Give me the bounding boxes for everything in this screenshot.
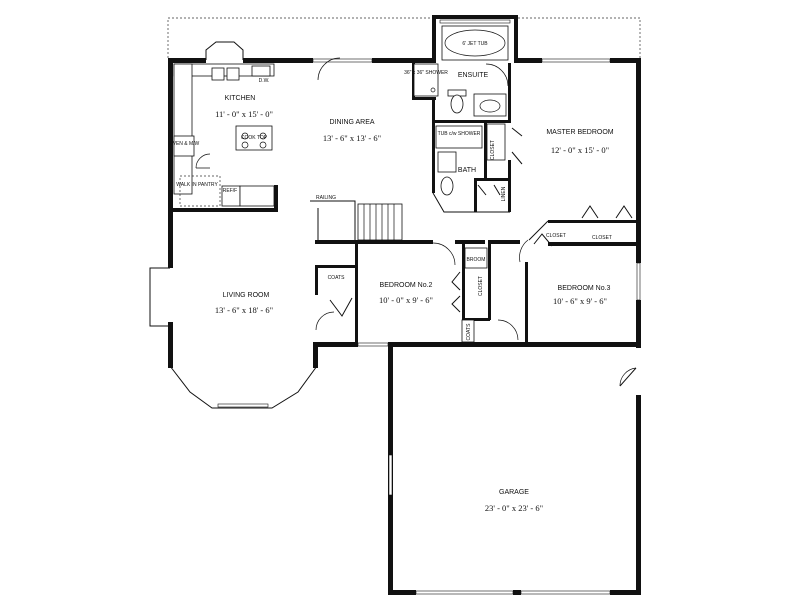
tub-shower-label: TUB c/w SHOWER [438, 131, 481, 137]
closet-bed2-label: CLOSET [478, 276, 484, 296]
master-name: MASTER BEDROOM [546, 129, 613, 136]
living-name: LIVING ROOM [223, 292, 270, 299]
coats-label-2: COATS [466, 323, 472, 341]
doors [315, 57, 637, 387]
stairs [310, 200, 403, 317]
interior-walls [170, 63, 638, 344]
dw-label: D.W. [259, 78, 270, 84]
closet-master-b: CLOSET [546, 233, 566, 239]
bath-name: BATH [458, 167, 476, 174]
railing-label: RAILING [316, 195, 336, 201]
kitchen-name: KITCHEN [225, 95, 256, 102]
master-closets [519, 205, 633, 263]
shower-label: 36" x 36" SHOWER [404, 70, 448, 76]
windows [217, 19, 641, 595]
living-dims: 13' - 6" x 18' - 6" [215, 305, 273, 315]
coats-label-1: COATS [328, 275, 346, 281]
garage-name: GARAGE [499, 489, 529, 496]
closet-master-a: CLOSET [490, 140, 496, 160]
broom-label: BROOM [467, 257, 486, 263]
bedroom2-closets [432, 242, 519, 343]
dining-dims: 13' - 6" x 13' - 6" [323, 133, 381, 143]
master-dims: 12' - 0" x 15' - 0" [551, 145, 609, 155]
oven-label: OVEN & M/W [169, 141, 200, 147]
labels: KITCHEN 11' - 0" x 15' - 0" DINING AREA … [169, 41, 614, 513]
pantry-label: WALK IN PANTRY [176, 182, 218, 188]
refrig-label: REF/F [223, 188, 237, 194]
ensuite-name: ENSUITE [458, 72, 489, 79]
garage-dims: 23' - 0" x 23' - 6" [485, 503, 543, 513]
ensuite [413, 25, 509, 117]
kitchen [173, 63, 275, 207]
bedroom3-name: BEDROOM No.3 [558, 285, 611, 292]
linen-label: LINEN [501, 186, 507, 201]
sink-icon [211, 67, 225, 81]
bedroom2-dims: 10' - 0" x 9' - 6" [379, 295, 433, 305]
cook-top-label: COOK TOP [241, 135, 268, 141]
bath [435, 123, 523, 196]
roof-outline [167, 17, 641, 58]
bedroom2-name: BEDROOM No.2 [380, 282, 433, 289]
jet-tub-label: 6' JET TUB [462, 41, 488, 47]
dining-name: DINING AREA [329, 119, 374, 126]
kitchen-dims: 11' - 0" x 15' - 0" [215, 109, 273, 119]
closet-master-c: CLOSET [592, 235, 612, 241]
bedroom3-dims: 10' - 6" x 9' - 6" [553, 296, 607, 306]
